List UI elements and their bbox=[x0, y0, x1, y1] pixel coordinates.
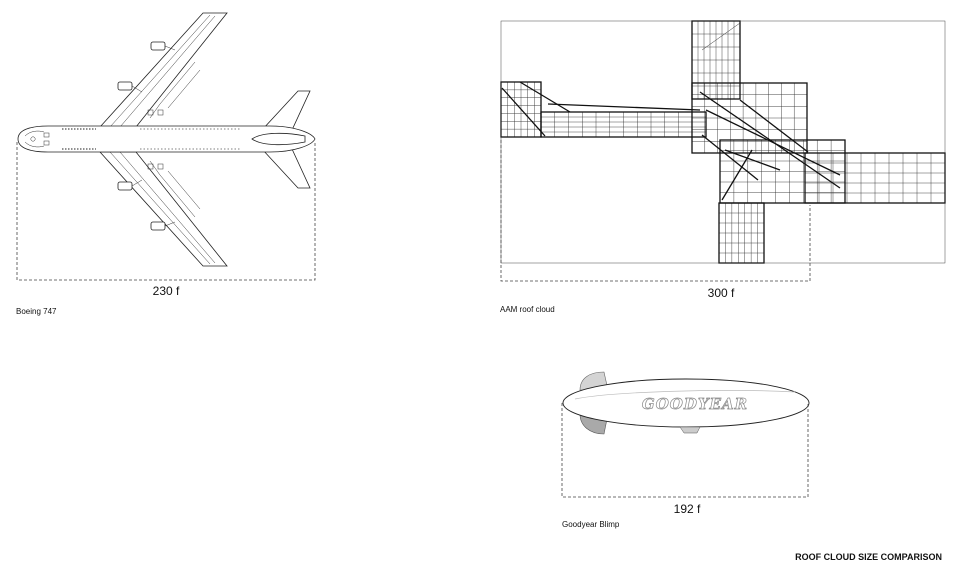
boeing-747-drawing bbox=[17, 12, 316, 267]
boeing-name-label: Boeing 747 bbox=[16, 307, 57, 316]
roof-dimension-label: 300 f bbox=[708, 286, 735, 300]
blimp-name-label: Goodyear Blimp bbox=[562, 520, 620, 529]
page-title: ROOF CLOUD SIZE COMPARISON bbox=[795, 552, 942, 562]
roof-name-label: AAM roof cloud bbox=[500, 305, 555, 314]
boeing-dimension-label: 230 f bbox=[153, 284, 180, 298]
blimp-logo-text: GOODYEAR bbox=[642, 395, 748, 413]
goodyear-blimp-drawing: GOODYEAR bbox=[562, 371, 810, 435]
blimp-dimension-label: 192 f bbox=[674, 502, 701, 516]
roof-cloud-drawing bbox=[500, 20, 946, 264]
